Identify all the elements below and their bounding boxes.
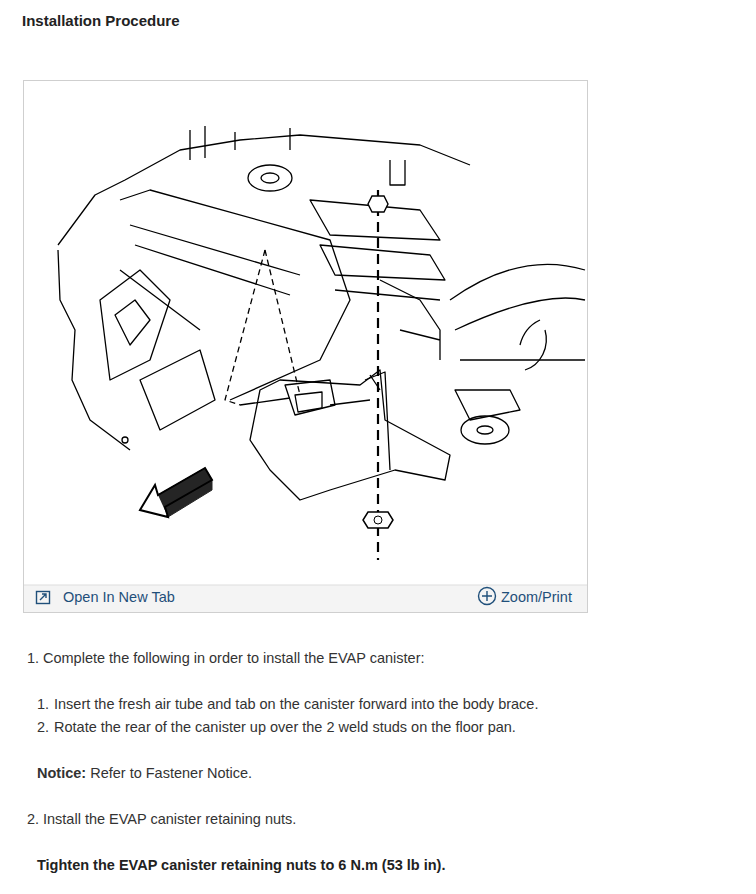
spec-text: Tighten the EVAP canister retaining nuts…	[37, 857, 445, 873]
pan-hole	[122, 437, 128, 443]
evap-canister	[250, 370, 450, 500]
floor-pan-drawing	[58, 126, 585, 500]
toolbar-link: Open In New Tab	[63, 589, 175, 605]
pan-rib	[120, 190, 350, 400]
floor-plug-inner	[261, 173, 279, 183]
rear-mount	[461, 416, 509, 444]
step-number: 2.	[37, 719, 54, 735]
notice-label: Notice:	[37, 765, 86, 781]
step-text: Insert the fresh air tube and tab on the…	[54, 696, 538, 712]
retaining-nut	[363, 512, 393, 528]
bracket-left	[100, 270, 170, 380]
step-text: Install the EVAP canister retaining nuts…	[43, 811, 296, 827]
wheel-arc	[520, 320, 546, 370]
text-row: 2.Install the EVAP canister retaining nu…	[27, 811, 296, 827]
toolbar-rule	[24, 585, 587, 586]
pan-edge	[58, 135, 470, 245]
step-number: 1.	[27, 650, 43, 666]
nut-hole	[374, 516, 382, 524]
notice-text: Refer to Fastener Notice.	[90, 765, 252, 781]
zoom-icon	[479, 588, 496, 605]
text-row: 1.Insert the fresh air tube and tab on t…	[37, 696, 538, 712]
pan-ribs-top	[190, 126, 290, 160]
text-row: Zoom/Print	[501, 589, 572, 605]
figure-toolbar	[24, 585, 587, 612]
front-arrow-shade	[158, 468, 212, 517]
figure-frame	[24, 81, 588, 613]
canister-port-inner	[295, 392, 322, 412]
text-row: Notice:Refer to Fastener Notice.	[37, 765, 252, 781]
new-tab-arrow	[40, 594, 46, 600]
text-row: Open In New Tab	[63, 589, 175, 605]
new-tab-icon	[37, 592, 50, 604]
fresh-air-tube	[240, 398, 370, 405]
weld-stud-head	[368, 196, 388, 212]
text-row: Installation Procedure	[22, 12, 180, 29]
step-number: 1.	[37, 696, 54, 712]
page-title: Installation Procedure	[22, 12, 180, 29]
step-text: Rotate the rear of the canister up over …	[54, 719, 516, 735]
floor-plug	[248, 165, 292, 191]
toolbar-link: Zoom/Print	[501, 589, 572, 605]
body-brace	[380, 280, 440, 360]
weld-stud-post	[390, 160, 405, 185]
wheel-well	[450, 264, 585, 360]
pan-left-edge	[58, 250, 130, 450]
step-number: 2.	[27, 811, 43, 827]
text-row: 2.Rotate the rear of the canister up ove…	[37, 719, 516, 735]
text-row: 1.Complete the following in order to ins…	[27, 650, 425, 666]
step-text: Complete the following in order to insta…	[43, 650, 425, 666]
toolbar-icons	[37, 588, 496, 605]
zoom-plus	[482, 591, 492, 601]
canister-port	[285, 380, 335, 415]
retaining-fastener	[363, 190, 393, 560]
rear-mount-inner	[477, 426, 493, 434]
fastener-axis	[377, 190, 379, 560]
front-arrow	[140, 468, 212, 517]
bracket-lower	[140, 350, 215, 430]
install-path	[225, 250, 300, 405]
text-row: Tighten the EVAP canister retaining nuts…	[37, 857, 445, 873]
